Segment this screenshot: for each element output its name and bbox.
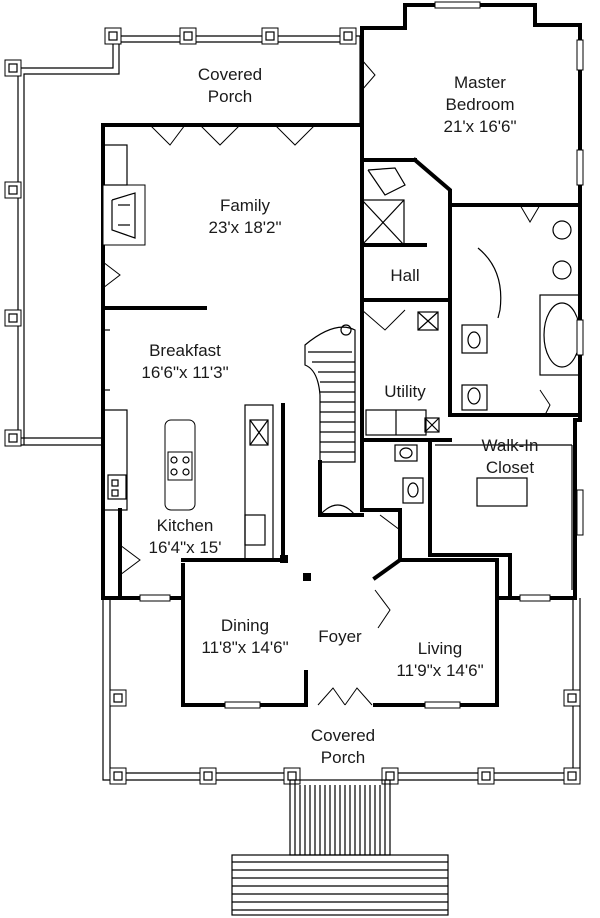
- walk-in-closet-label: Walk-In Closet: [455, 435, 565, 479]
- room-name: Utility: [384, 382, 426, 401]
- side-doors: [102, 261, 121, 391]
- front-steps: [231, 779, 449, 916]
- top-porch-columns: [4, 27, 357, 447]
- room-name-2: Closet: [485, 458, 535, 477]
- room-name: Kitchen: [156, 516, 214, 535]
- family-label: Family 23'x 18'2": [180, 195, 310, 239]
- family-porch-doors: [149, 59, 376, 146]
- kitchen-label: Kitchen 16'4"x 15': [115, 515, 255, 559]
- dining-label: Dining 11'8"x 14'6": [185, 615, 305, 659]
- room-size: 16'6"x 11'3": [141, 363, 229, 382]
- room-name-2: Porch: [320, 748, 366, 767]
- foyer-fixtures: [280, 555, 391, 706]
- room-size: 23'x 18'2": [208, 218, 282, 237]
- fireplace: [102, 144, 146, 246]
- room-name: Hall: [390, 266, 420, 285]
- room-name-2: Porch: [207, 87, 253, 106]
- room-name: Walk-In: [481, 436, 539, 455]
- room-name: Breakfast: [149, 341, 221, 360]
- room-name: Master: [454, 73, 506, 92]
- master-bedroom-label: Master Bedroom 21'x 16'6": [415, 72, 545, 138]
- room-size: 21'x 16'6": [443, 117, 517, 136]
- room-name: Covered: [310, 726, 376, 745]
- living-label: Living 11'9"x 14'6": [380, 638, 500, 682]
- room-size: 11'9"x 14'6": [396, 661, 484, 680]
- foyer-label: Foyer: [305, 626, 375, 648]
- utility-label: Utility: [365, 381, 445, 403]
- closet-fixtures: [435, 444, 573, 590]
- room-name: Covered: [197, 65, 263, 84]
- windows: [139, 1, 584, 709]
- covered-porch-top-label: Covered Porch: [170, 64, 290, 108]
- staircase: [304, 324, 356, 516]
- room-name: Dining: [220, 616, 270, 635]
- kitchen-fixtures: [102, 404, 274, 576]
- interior-walls: [101, 123, 582, 707]
- hall-label: Hall: [375, 265, 435, 287]
- room-size: 11'8"x 14'6": [201, 638, 289, 657]
- utility-fixtures: [361, 167, 440, 531]
- room-name: Living: [417, 639, 463, 658]
- room-name-2: Bedroom: [445, 95, 515, 114]
- room-size: 16'4"x 15': [148, 538, 222, 557]
- breakfast-label: Breakfast 16'6"x 11'3": [115, 340, 255, 384]
- master-bath: [461, 204, 581, 416]
- room-name: Family: [219, 196, 271, 215]
- room-name: Foyer: [318, 627, 362, 646]
- covered-porch-bottom-label: Covered Porch: [283, 725, 403, 769]
